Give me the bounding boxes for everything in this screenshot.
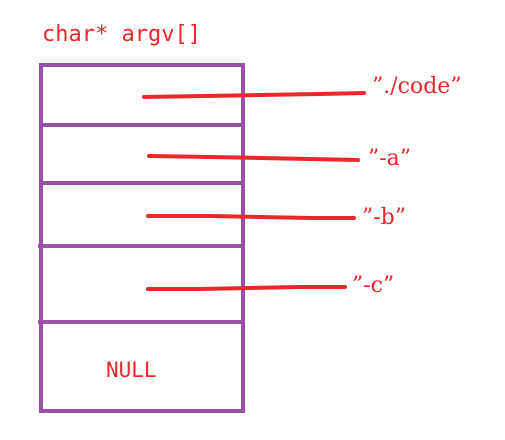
string-c: ”-c” bbox=[352, 273, 395, 298]
pointer-line-1 bbox=[147, 154, 360, 162]
string-b: ”-b” bbox=[362, 205, 407, 230]
null-cell-label: NULL bbox=[106, 358, 157, 382]
argv-title: char* argv[] bbox=[42, 22, 201, 47]
string-a: ”-a” bbox=[368, 146, 412, 171]
argv-array-box bbox=[39, 63, 245, 413]
string-code: ”./code” bbox=[372, 74, 462, 99]
pointer-line-0 bbox=[142, 91, 366, 99]
pointer-line-2 bbox=[146, 214, 356, 220]
pointer-line-3 bbox=[146, 285, 347, 291]
